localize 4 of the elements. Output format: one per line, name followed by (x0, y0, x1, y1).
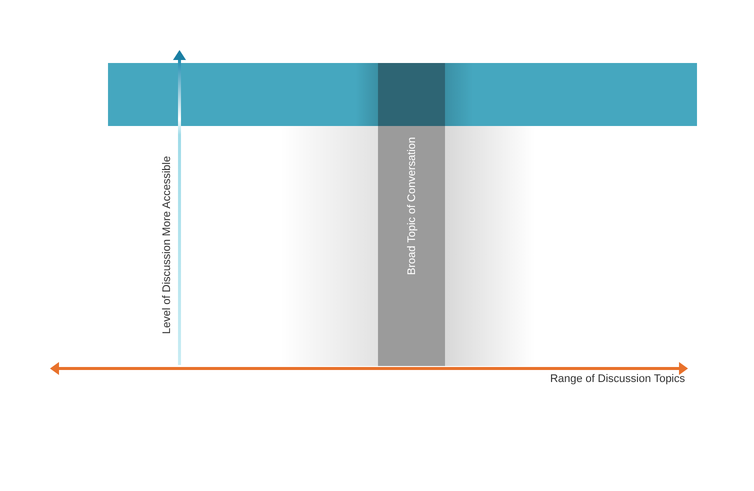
topic-column (378, 63, 445, 366)
axis-label: Range of Discussion Topics (550, 373, 685, 385)
axis-label: Level of Discussion More Accessible (161, 156, 173, 334)
column-label: Broad Topic of Conversation (406, 137, 418, 275)
